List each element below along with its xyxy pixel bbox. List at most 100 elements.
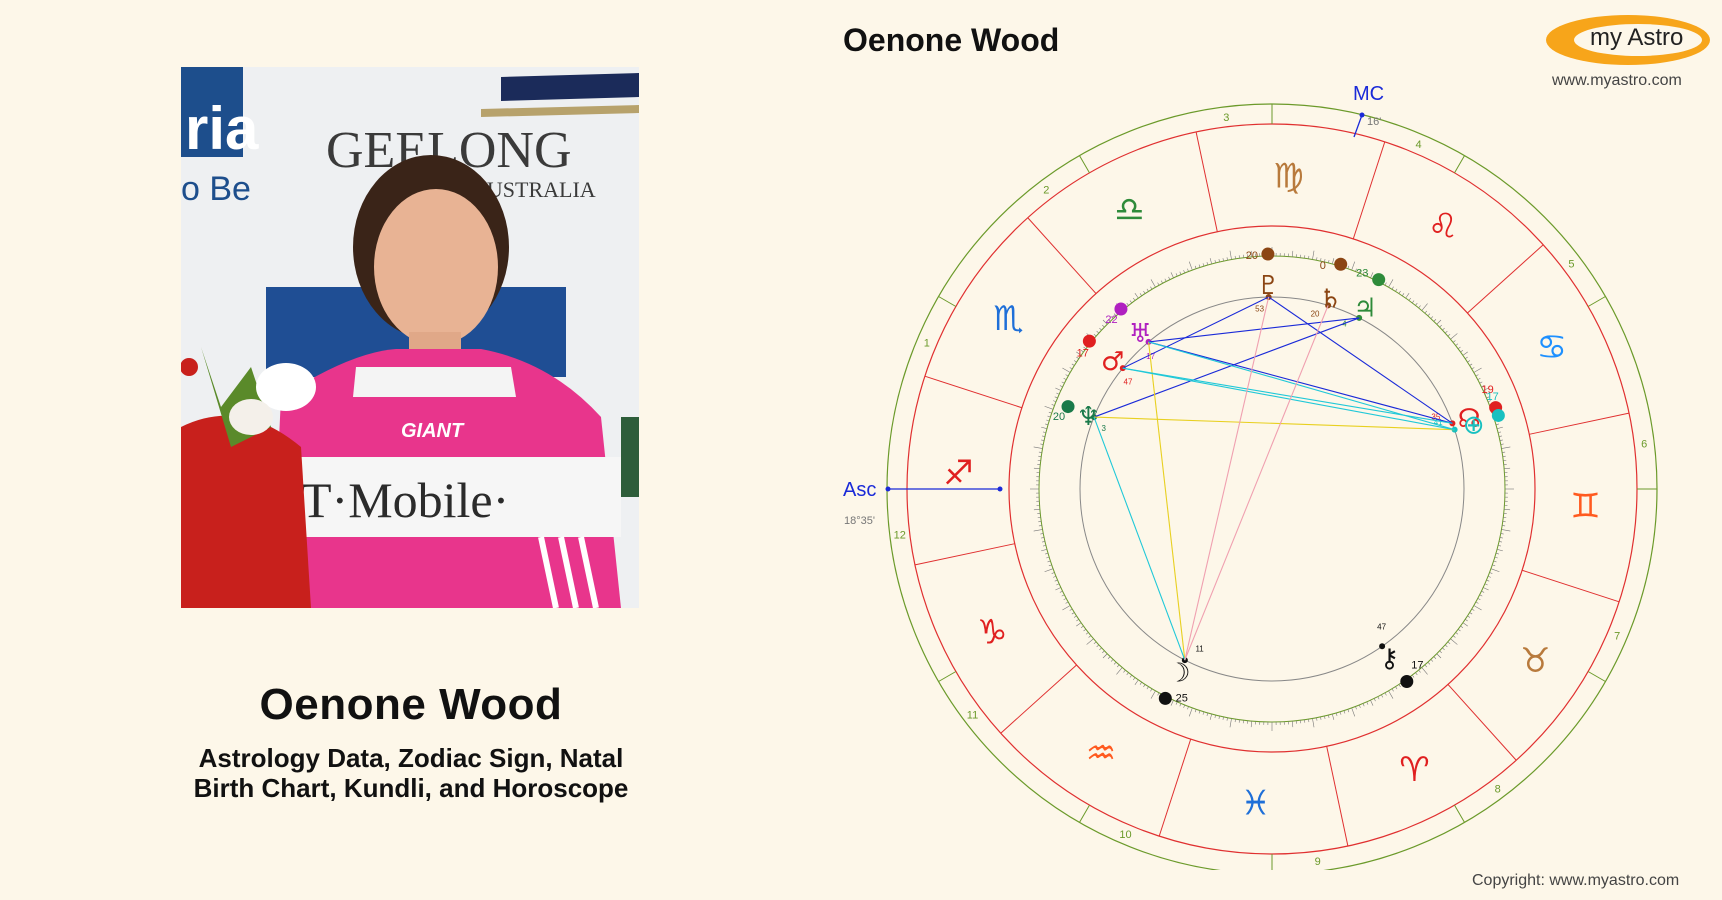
degree-tick [1433,656,1437,659]
degree-tick [1487,400,1491,402]
minor-label: 47 [1124,377,1133,386]
degree-tick [1487,576,1491,578]
degree-tick [1102,650,1105,654]
degree-tick [1076,619,1080,622]
degree-tick [1498,435,1503,437]
degree-tick [1499,537,1503,539]
aspect-line [1093,317,1360,418]
degree-tick [1102,653,1108,659]
degree-tick [1170,700,1174,706]
degree-tick [1384,282,1387,286]
logo-text[interactable]: my Astro [1590,24,1684,51]
degree-tick [1405,293,1410,299]
degree-tick [1366,273,1369,277]
degree-tick [1415,672,1418,676]
house-number: 6 [1641,438,1647,450]
gemini-sign-icon: ♊ [1570,486,1600,526]
degree-tick [1411,300,1415,304]
degree-tick [1056,392,1060,395]
degree-tick [1477,377,1481,380]
site-url[interactable]: www.myastro.com [1552,72,1682,89]
degree-tick [1045,552,1049,555]
pluto-degree: 20 [1246,250,1258,262]
minor-label: 53 [1255,304,1264,313]
jersey-text: T·Mobile· [301,472,509,528]
minor-label: 41 [1434,418,1443,427]
degree-tick [1229,250,1232,260]
degree-tick [1462,351,1468,356]
degree-tick [1175,273,1178,277]
degree-tick [1460,625,1464,628]
degree-tick [1063,598,1067,601]
degree-tick [1462,622,1468,627]
minor-label: 3 [1101,424,1106,433]
house-number: 3 [1223,112,1229,124]
saturn-marker [1334,257,1348,271]
degree-tick [1366,701,1369,705]
degree-tick [1398,684,1401,688]
degree-tick [1093,641,1097,645]
degree-tick [1188,261,1193,271]
saturn-degree: 0 [1320,260,1326,272]
house-divider [1079,155,1090,174]
degree-tick [1457,628,1461,632]
degree-tick [1312,250,1315,260]
degree-tick [1450,333,1458,340]
degree-tick [1250,250,1252,257]
degree-tick [1229,718,1232,728]
degree-tick [1041,549,1048,552]
degree-tick [1157,282,1160,286]
degree-tick [1187,706,1189,710]
degree-tick [1194,709,1197,713]
degree-tick [1041,537,1045,539]
degree-tick [1062,605,1071,611]
aspect-line [1148,317,1360,343]
sign-divider [924,375,1023,409]
degree-tick [1455,343,1459,346]
degree-tick [1421,303,1428,311]
degree-tick [1102,319,1108,325]
degree-tick [1355,706,1357,710]
degree-tick [1436,653,1442,659]
degree-tick [1436,319,1442,325]
degree-tick [1093,333,1097,337]
degree-tick [1206,262,1209,266]
degree-tick [1312,718,1315,728]
degree-tick [1430,316,1434,319]
myastro-logo[interactable] [1543,12,1713,69]
degree-tick [1209,258,1212,265]
degree-tick [1324,715,1326,720]
degree-tick [1069,608,1073,611]
person-photo: ria o Be GEELONG AUSTRALIA T·Mobile· GIA… [181,67,639,608]
degree-tick [1083,346,1087,350]
degree-tick [1415,302,1418,306]
degree-tick [1209,713,1212,720]
degree-tick [1048,564,1052,567]
degree-tick [1053,576,1057,578]
aspect-line [1122,367,1453,424]
degree-tick [1411,674,1415,678]
minor-label: 35 [1431,412,1440,421]
degree-tick [1292,721,1294,728]
degree-tick [1129,300,1133,304]
degree-tick [1062,367,1071,373]
aquarius-sign-icon: ♒ [1086,733,1116,773]
degree-tick [1183,270,1185,274]
degree-tick [1398,290,1401,294]
mc-degree: 16' [1367,116,1381,128]
degree-tick [1116,664,1120,668]
uranus-degree: 22 [1105,314,1117,326]
degree-tick [1457,346,1461,350]
degree-tick [1055,587,1061,591]
degree-tick [1452,340,1456,343]
degree-tick [1080,625,1084,628]
degree-tick [1088,635,1092,638]
fortune-icon: ⊕ [1463,410,1485,440]
degree-tick [1418,305,1421,309]
degree-tick [1320,716,1322,720]
degree-tick [1447,641,1451,645]
degree-tick [1051,404,1055,406]
degree-tick [1439,650,1442,654]
degree-tick [1473,367,1482,373]
degree-tick [1041,435,1046,437]
